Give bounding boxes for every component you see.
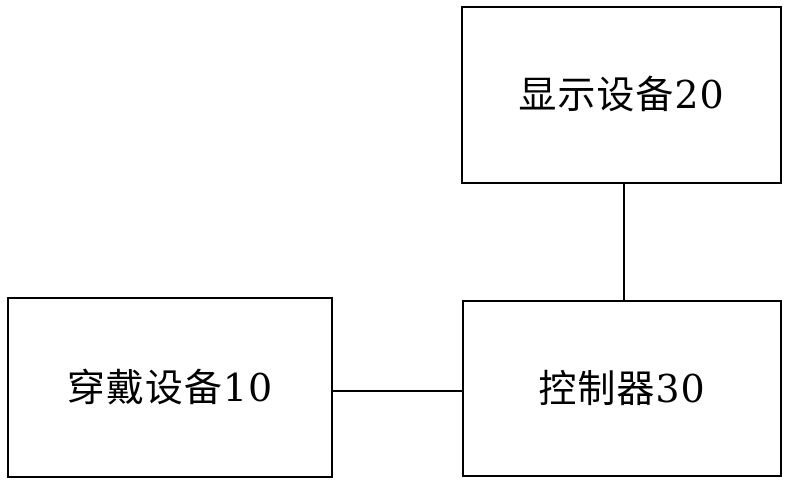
- block-wearable-device[interactable]: 穿戴设备10: [7, 297, 333, 478]
- block-display-device-label: 显示设备20: [518, 73, 725, 117]
- connector-wearable-device-to-controller: [332, 390, 463, 392]
- block-wearable-device-label: 穿戴设备10: [66, 365, 274, 410]
- block-display-device[interactable]: 显示设备20: [461, 6, 782, 184]
- block-controller-label: 控制器30: [538, 366, 706, 411]
- block-controller[interactable]: 控制器30: [462, 300, 782, 477]
- connector-display-device-to-controller: [623, 183, 625, 301]
